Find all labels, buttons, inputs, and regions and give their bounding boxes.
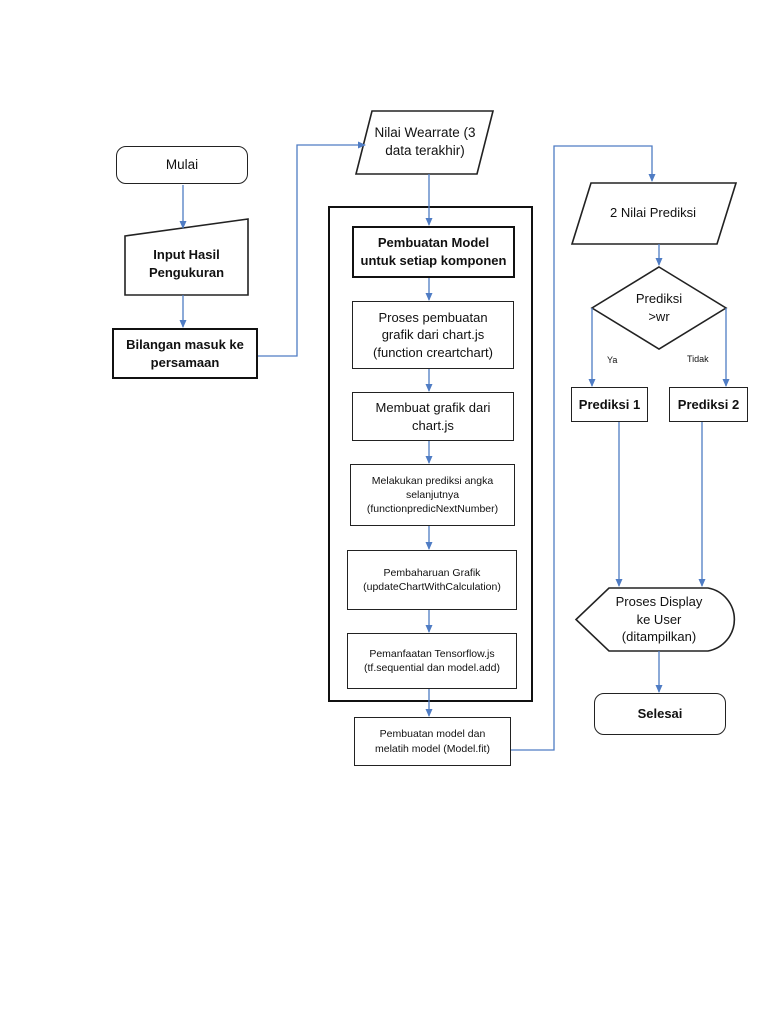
node-decision-label: Prediksi >wr — [635, 291, 683, 324]
node-melatih-model-label: Pembuatan model dan melatih model (Model… — [375, 728, 490, 755]
display-shape — [574, 587, 736, 652]
node-prediksi2-label: Prediksi 2 — [677, 396, 740, 412]
node-pembuatan-model-label: Pembuatan Model untuk setiap komponen — [360, 235, 507, 268]
node-bilangan: Bilangan masuk ke persamaan — [112, 328, 258, 379]
node-pembaharuan: Pembaharuan Grafik (updateChartWithCalcu… — [347, 550, 517, 610]
node-melakukan-prediksi: Melakukan prediksi angka selanjutnya (fu… — [350, 464, 515, 526]
node-proses-display-label: Proses Display ke User (ditampilkan) — [615, 594, 703, 645]
node-tensorflow: Pemanfaatan Tensorflow.js (tf.sequential… — [347, 633, 517, 689]
node-dua-nilai: 2 Nilai Prediksi — [582, 184, 724, 242]
node-selesai: Selesai — [594, 693, 726, 735]
edge-label-ya: Ya — [607, 355, 618, 365]
node-mulai: Mulai — [116, 146, 248, 184]
node-selesai-label: Selesai — [637, 706, 683, 722]
node-melakukan-prediksi-label: Melakukan prediksi angka selanjutnya (fu… — [366, 474, 499, 516]
node-tensorflow-label: Pemanfaatan Tensorflow.js (tf.sequential… — [363, 647, 500, 674]
node-nilai-wearrate-label: Nilai Wearrate (3 data terakhir) — [374, 124, 476, 158]
nilai-wearrate-shape — [354, 110, 495, 175]
input-shape — [124, 218, 249, 296]
node-proses-grafik-label: Proses pembuatan grafik dari chart.js (f… — [373, 309, 493, 360]
process-group-border — [328, 206, 533, 702]
node-membuat-grafik: Membuat grafik dari chart.js — [352, 392, 514, 441]
node-prediksi2: Prediksi 2 — [669, 387, 748, 422]
node-prediksi1-label: Prediksi 1 — [578, 396, 641, 412]
node-dua-nilai-label: 2 Nilai Prediksi — [610, 205, 696, 221]
dua-nilai-shape — [570, 182, 738, 245]
node-bilangan-label: Bilangan masuk ke persamaan — [126, 336, 244, 370]
edge-bilangan-nilai — [257, 141, 366, 357]
node-pembaharuan-label: Pembaharuan Grafik (updateChartWithCalcu… — [363, 566, 501, 593]
node-pembuatan-model: Pembuatan Model untuk setiap komponen — [352, 226, 515, 278]
node-input-hasil: Input Hasil Pengukuran — [125, 235, 248, 293]
node-proses-grafik: Proses pembuatan grafik dari chart.js (f… — [352, 301, 514, 369]
node-prediksi1: Prediksi 1 — [571, 387, 648, 422]
edge-melatih-duanilai — [511, 145, 656, 751]
node-input-hasil-label: Input Hasil Pengukuran — [148, 247, 225, 280]
node-melatih-model: Pembuatan model dan melatih model (Model… — [354, 717, 511, 766]
node-mulai-label: Mulai — [165, 156, 199, 172]
node-decision: Prediksi >wr — [619, 287, 699, 329]
decision-shape — [590, 266, 728, 350]
edge-label-tidak: Tidak — [687, 354, 709, 364]
node-membuat-grafik-label: Membuat grafik dari chart.js — [375, 399, 491, 433]
node-proses-display: Proses Display ke User (ditampilkan) — [598, 589, 720, 650]
node-nilai-wearrate: Nilai Wearrate (3 data terakhir) — [366, 112, 484, 172]
